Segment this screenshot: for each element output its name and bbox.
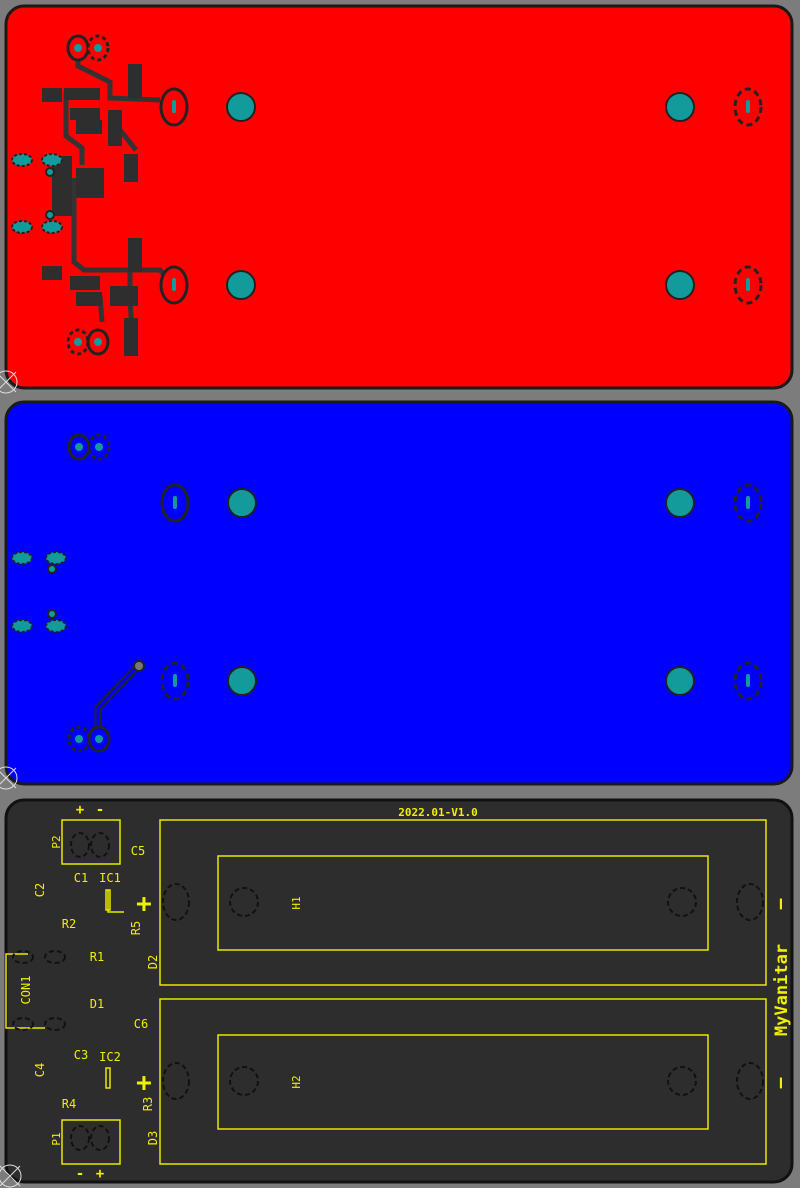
p2-plus: +: [76, 802, 84, 818]
ref-r3: R3: [141, 1097, 155, 1111]
board-outline: [4, 400, 794, 786]
bottom-copper-view: [0, 396, 800, 790]
top-copper-view: [0, 0, 800, 394]
battery-pads-top: [159, 87, 763, 305]
ref-con1: CON1: [19, 976, 33, 1005]
origin-marker-icon: [0, 370, 18, 394]
board-outline: [4, 798, 794, 1184]
smd-pads-top: [42, 64, 142, 356]
ref-r4: R4: [62, 1097, 76, 1111]
ref-d1: D1: [90, 997, 104, 1011]
ref-ic2: IC2: [99, 1050, 121, 1064]
ref-p1: P1: [50, 1132, 63, 1145]
battery-holder-outlines: [5, 819, 767, 1165]
origin-marker-icon: [0, 1164, 22, 1188]
silk-holes: [12, 832, 764, 1151]
ref-c5: C5: [131, 844, 145, 858]
ref-c6: C6: [134, 1017, 148, 1031]
silkscreen-board: 2022.01-V1.0 H1 H2 MyVanitar — — + + + -…: [0, 798, 794, 1188]
ref-c4: C4: [33, 1063, 47, 1077]
p2-minus: -: [96, 802, 104, 818]
plus-sign-bottom: +: [136, 1068, 152, 1098]
minus-sign-top: —: [770, 898, 791, 909]
ref-r5: R5: [129, 921, 143, 935]
version-label: 2022.01-V1.0: [398, 806, 477, 819]
battery-pads-bottom: [160, 483, 763, 701]
p1-plus: +: [96, 1166, 104, 1182]
p1-minus: -: [76, 1166, 84, 1182]
top-copper-board: [0, 4, 794, 394]
ref-ic1: IC1: [99, 871, 121, 885]
ref-p2: P2: [50, 835, 63, 848]
board-outline: [4, 4, 794, 390]
origin-marker-icon: [0, 766, 18, 790]
ref-r2: R2: [62, 917, 76, 931]
plus-sign-top: +: [136, 889, 152, 919]
brand-label: MyVanitar: [772, 944, 792, 1036]
ref-r1: R1: [90, 950, 104, 964]
ref-c3: C3: [74, 1048, 88, 1062]
holder-label-h2: H2: [290, 1075, 303, 1088]
silkscreen-view: 2022.01-V1.0 H1 H2 MyVanitar — — + + + -…: [0, 794, 800, 1188]
bottom-copper-board: [0, 400, 794, 790]
holder-label-h1: H1: [290, 896, 303, 909]
ref-c2: C2: [33, 883, 47, 897]
minus-sign-bottom: —: [770, 1077, 791, 1088]
ref-d2: D2: [146, 955, 160, 969]
ref-c1: C1: [74, 871, 88, 885]
usb-connector-pads-bottom: [11, 551, 145, 672]
ref-d3: D3: [146, 1131, 160, 1145]
usb-connector-pads-top: [11, 153, 63, 234]
